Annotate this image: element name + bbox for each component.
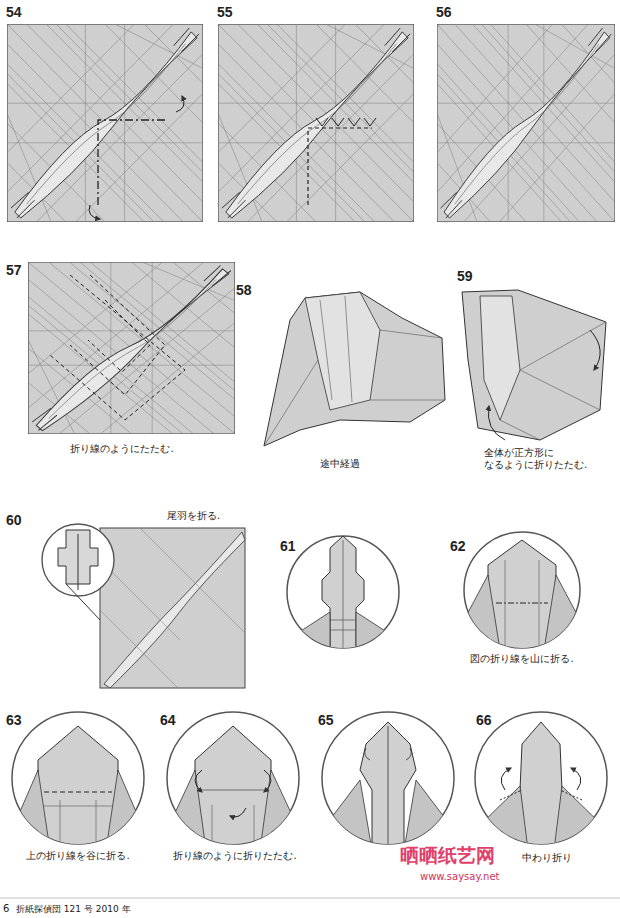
step-number: 61 (280, 538, 296, 555)
instruction-caption: 中わり折り (520, 852, 574, 864)
crease-pattern-57 (28, 262, 235, 434)
step-number: 64 (160, 712, 176, 729)
folded-model-58 (264, 292, 445, 446)
instruction-caption: 折り線のように折りたたむ. (171, 850, 298, 862)
crease-pattern-54 (7, 24, 203, 222)
instruction-caption: 折り線のようにたたむ. (68, 443, 175, 455)
crease-pattern-55 (218, 24, 414, 222)
step-number: 62 (450, 538, 466, 555)
step-number: 56 (436, 4, 452, 21)
footer-text: 折紙探偵団 121 号 2010 年 (16, 904, 131, 915)
crease-pattern-56 (437, 24, 615, 222)
detail-circle-65 (322, 712, 454, 850)
instruction-caption: 全体が正方形に なるように折りたたむ. (482, 447, 616, 471)
detail-circle-64 (167, 712, 299, 850)
step-number: 57 (6, 262, 22, 279)
instruction-caption: 途中経過 (318, 458, 362, 470)
watermark: 晒晒纸艺网 (400, 845, 495, 868)
page-number: 6 (3, 903, 9, 915)
step-number: 58 (236, 282, 252, 299)
detail-circle-62 (464, 532, 580, 650)
folded-model-59 (462, 290, 606, 440)
footer-rule (0, 898, 620, 899)
step-number: 59 (457, 268, 473, 285)
detail-circle-66 (475, 712, 607, 850)
watermark-url: www.saysay.net (420, 871, 499, 883)
instruction-caption: 上の折り線を谷に折る. (24, 850, 131, 862)
instruction-caption: 尾羽を折る. (165, 510, 222, 522)
instruction-caption: 図の折り線を山に折る. (468, 653, 575, 665)
detail-circle-63 (12, 712, 144, 850)
step-number: 60 (6, 512, 22, 529)
step-number: 66 (476, 712, 492, 729)
step-number: 63 (6, 712, 22, 729)
step-number: 65 (318, 712, 334, 729)
folded-model-60 (42, 524, 245, 688)
step-number: 54 (6, 4, 22, 21)
step-number: 55 (217, 4, 233, 21)
detail-circle-61 (287, 536, 399, 660)
